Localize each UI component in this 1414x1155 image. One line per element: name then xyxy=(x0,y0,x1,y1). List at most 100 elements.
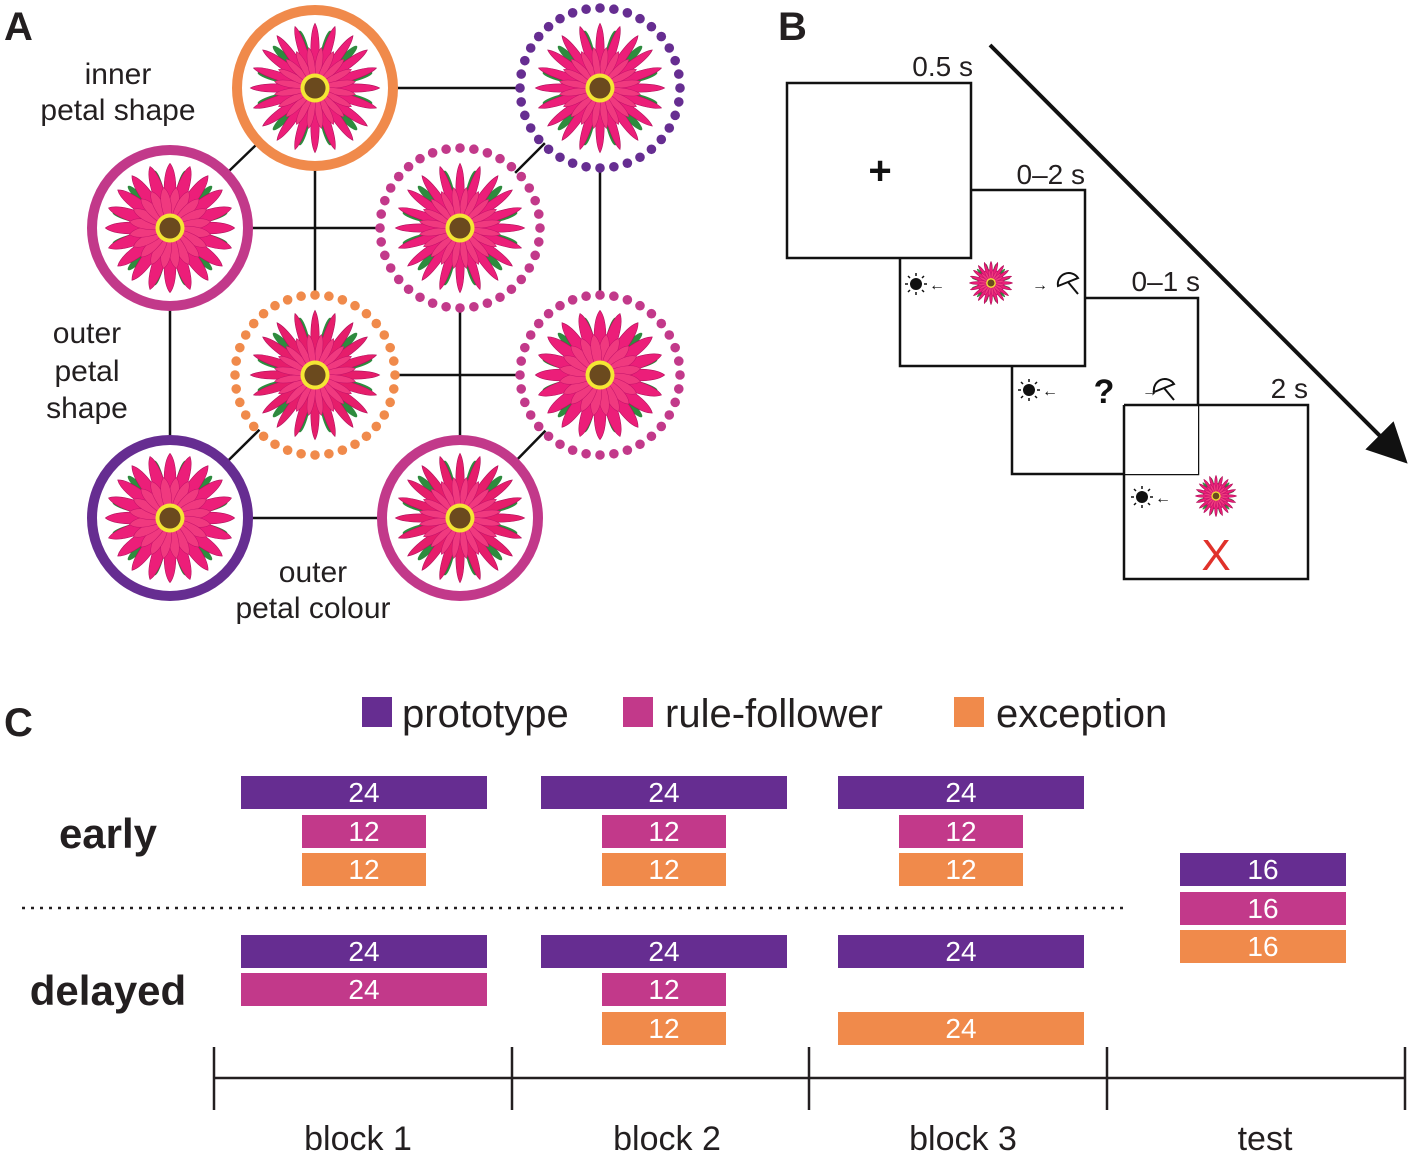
stimulus-flower xyxy=(87,145,253,311)
axis-label-test: test xyxy=(1238,1120,1293,1155)
bar-value: 12 xyxy=(648,816,679,847)
panel-b-letter: B xyxy=(778,5,807,49)
bar-value: 24 xyxy=(648,777,679,808)
legend-label-exception: exception xyxy=(996,692,1167,736)
design-bar: 24 xyxy=(241,973,487,1006)
stimulus-ring-dotted xyxy=(230,290,400,460)
bar-rect xyxy=(899,815,1023,848)
bar-rect xyxy=(1180,853,1346,886)
design-bar: 12 xyxy=(899,815,1023,848)
block-axis xyxy=(212,1047,1407,1110)
stimulus-flower xyxy=(515,3,685,173)
row-label-early: early xyxy=(59,810,158,857)
label-outer-shape-3: shape xyxy=(46,392,128,425)
label-outer-colour-1: outer xyxy=(279,556,347,589)
design-bar: 12 xyxy=(602,853,726,886)
svg-text:←: ← xyxy=(1155,490,1171,507)
bar-rect xyxy=(602,815,726,848)
block-axis-labels: block 1 block 2 block 3 test xyxy=(304,1120,1293,1155)
label-inner-2: petal shape xyxy=(40,94,195,127)
bar-value: 12 xyxy=(348,816,379,847)
stimulus-ring xyxy=(87,435,253,601)
panel-c-letter: C xyxy=(4,701,33,745)
bar-value: 24 xyxy=(945,936,976,967)
axis-label-block-1: block 1 xyxy=(304,1120,412,1155)
time-label-4: 2 s xyxy=(1271,373,1308,404)
bar-rect xyxy=(302,815,426,848)
label-outer-shape-2: petal xyxy=(54,355,119,388)
bar-rect xyxy=(1180,892,1346,925)
bar-rect xyxy=(602,1012,726,1045)
design-bar: 16 xyxy=(1180,892,1346,925)
sun-icon: ← xyxy=(1131,486,1171,508)
stimulus-flower xyxy=(87,435,253,601)
cube-edges xyxy=(168,86,602,520)
time-label-3: 0–1 s xyxy=(1132,266,1201,297)
bar-rect xyxy=(838,776,1084,809)
bar-rect xyxy=(602,973,726,1006)
design-bar: 24 xyxy=(838,935,1084,968)
bar-rect xyxy=(899,853,1023,886)
bar-value: 24 xyxy=(648,936,679,967)
umbrella-icon: → xyxy=(1032,272,1080,295)
design-bar: 24 xyxy=(541,776,787,809)
legend-swatch-prototype xyxy=(362,697,392,727)
bar-rect xyxy=(602,853,726,886)
time-label-2: 0–2 s xyxy=(1017,159,1086,190)
stimulus-ring xyxy=(232,5,398,171)
label-outer-shape-1: outer xyxy=(53,317,121,350)
trial-flower xyxy=(968,260,1014,306)
bar-rect xyxy=(302,853,426,886)
bar-rect xyxy=(241,973,487,1006)
bar-value: 16 xyxy=(1247,931,1278,962)
bar-value: 24 xyxy=(348,777,379,808)
screen-fixation: 0.5 s + xyxy=(785,51,973,260)
bar-rect xyxy=(1180,930,1346,963)
panel-a-letter: A xyxy=(4,5,33,49)
stimulus-flower xyxy=(515,290,685,460)
stimulus-flower xyxy=(232,5,398,171)
design-bars: 24 12 12 24 12 12 24 12 12 24 24 24 12 12 24 24 16 16 16 xyxy=(241,776,1346,1045)
legend-swatch-rule-follower xyxy=(623,697,653,727)
bar-value: 24 xyxy=(945,1013,976,1044)
design-bar: 24 xyxy=(838,776,1084,809)
fixation-cross: + xyxy=(868,149,891,193)
design-bar: 12 xyxy=(302,815,426,848)
design-bar: 12 xyxy=(302,853,426,886)
bar-rect xyxy=(541,776,787,809)
design-bar: 24 xyxy=(241,776,487,809)
bar-value: 24 xyxy=(348,974,379,1005)
stimulus-ring-dotted xyxy=(515,290,685,460)
design-bar: 12 xyxy=(602,973,726,1006)
bar-value: 16 xyxy=(1247,854,1278,885)
axis-label-block-3: block 3 xyxy=(909,1120,1017,1155)
panel-c: C prototype rule-follower exception earl… xyxy=(4,692,1407,1155)
panel-a: A inner petal shape outer petal shape ou… xyxy=(4,3,685,625)
stimuli-cube xyxy=(87,3,685,601)
bar-value: 12 xyxy=(945,816,976,847)
legend-label-prototype: prototype xyxy=(402,692,569,736)
legend: prototype rule-follower exception xyxy=(362,692,1167,736)
svg-text:→: → xyxy=(1032,277,1048,294)
bar-value: 12 xyxy=(945,854,976,885)
bar-value: 12 xyxy=(348,854,379,885)
label-inner-1: inner xyxy=(85,58,152,91)
legend-label-rule-follower: rule-follower xyxy=(665,692,883,736)
label-outer-colour-2: petal colour xyxy=(235,592,390,625)
design-bar: 24 xyxy=(241,935,487,968)
bar-value: 12 xyxy=(648,854,679,885)
design-bar: 16 xyxy=(1180,930,1346,963)
stimulus-flower xyxy=(230,290,400,460)
bar-value: 24 xyxy=(348,936,379,967)
bar-value: 12 xyxy=(648,1013,679,1044)
design-bar: 12 xyxy=(602,1012,726,1045)
bar-rect xyxy=(541,935,787,968)
design-bar: 16 xyxy=(1180,853,1346,886)
stimulus-ring xyxy=(377,435,543,601)
bar-rect xyxy=(241,935,487,968)
dimension-labels: inner petal shape outer petal shape oute… xyxy=(40,58,390,625)
bar-value: 12 xyxy=(648,974,679,1005)
svg-text:←: ← xyxy=(1042,383,1058,400)
error-mark: X xyxy=(1201,531,1230,580)
design-bar: 12 xyxy=(899,853,1023,886)
